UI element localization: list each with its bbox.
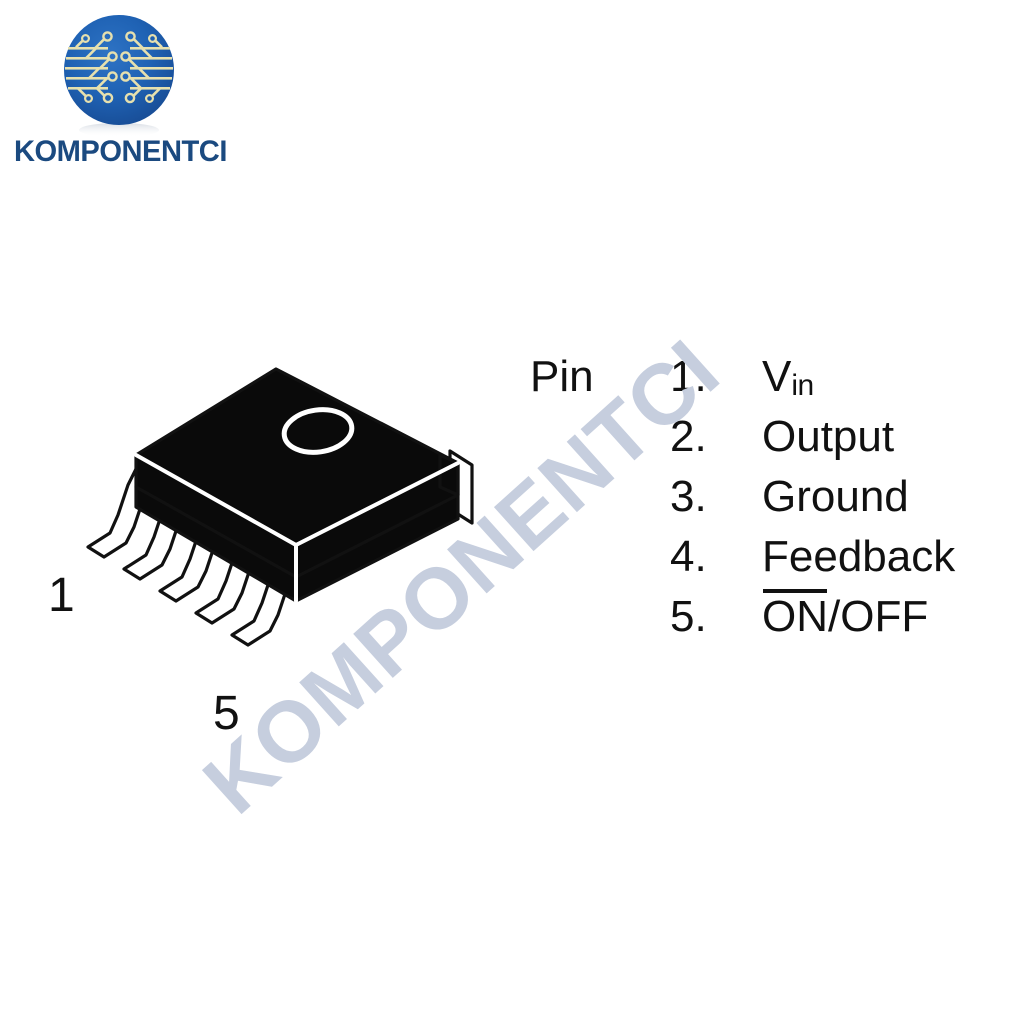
legend-heading: Pin	[530, 352, 594, 401]
legend-row-4: 4. Feedback	[530, 532, 1010, 592]
legend-number-5: 5.	[670, 592, 707, 641]
legend-label-5-overline: ON	[762, 589, 828, 641]
legend-row-3: 3. Ground	[530, 472, 1010, 532]
pin-legend: Pin 1. Vin 2. Output 3. Ground 4. Feedba…	[530, 352, 1010, 652]
pin-callout-5: 5	[213, 687, 240, 740]
legend-row-5: 5. ON/OFF	[530, 589, 1010, 652]
pin-callout-1: 1	[48, 569, 75, 622]
legend-row-1: Pin 1. Vin	[530, 352, 1010, 412]
legend-label-5: ON/OFF	[762, 589, 929, 642]
legend-label-4: Feedback	[762, 532, 956, 581]
circuit-globe-icon	[56, 12, 182, 138]
to-263-package-illustration	[80, 355, 520, 685]
legend-row-2: 2. Output	[530, 412, 1010, 472]
legend-label-2: Output	[762, 412, 895, 461]
legend-number-2: 2.	[670, 412, 707, 461]
brand-logo: KOMPONENTCI	[14, 8, 234, 173]
legend-label-1-main: V	[762, 352, 792, 401]
legend-number-3: 3.	[670, 472, 707, 521]
legend-number-4: 4.	[670, 532, 707, 581]
legend-label-1: Vin	[762, 352, 814, 407]
legend-label-1-sub: in	[791, 369, 814, 402]
legend-label-5-main: /OFF	[828, 592, 929, 641]
brand-wordmark: KOMPONENTCI	[14, 135, 227, 168]
legend-label-3: Ground	[762, 472, 909, 521]
legend-number-1: 1.	[670, 352, 707, 401]
